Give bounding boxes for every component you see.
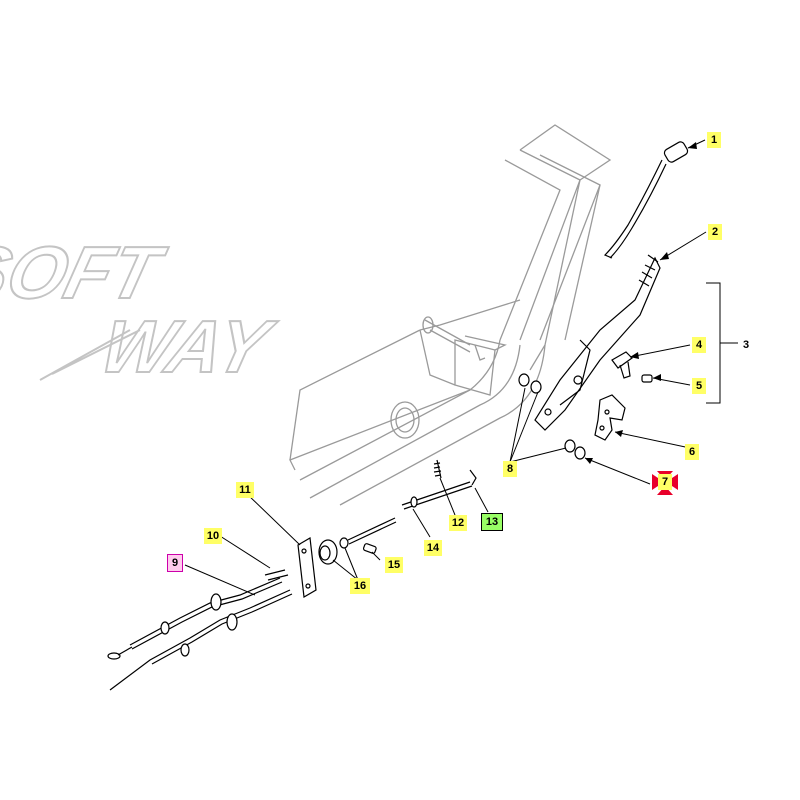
part-4-knob xyxy=(611,351,633,379)
callout-label-16: 16 xyxy=(350,578,370,594)
part-9-cables xyxy=(107,569,293,691)
part-5-pin xyxy=(641,374,653,383)
part-15-pin xyxy=(362,543,377,554)
part-16-pulley xyxy=(318,517,397,565)
watermark-line2: WAY xyxy=(93,305,282,388)
callout-label-7: 7 xyxy=(658,474,672,490)
callout-label-10: 10 xyxy=(204,528,222,544)
part-8-washers xyxy=(518,373,586,460)
watermark-line1: SOFT xyxy=(0,231,174,314)
part-1-cable-rod xyxy=(603,141,689,259)
callout-label-14: 14 xyxy=(424,540,442,556)
callout-label-13: 13 xyxy=(481,513,503,531)
leader-lines xyxy=(184,139,738,596)
callout-label-3: 3 xyxy=(742,339,750,351)
callout-label-15: 15 xyxy=(385,557,403,573)
callout-label-11: 11 xyxy=(236,482,254,498)
callout-label-4: 4 xyxy=(692,337,706,353)
softway-watermark: SOFT WAY xyxy=(0,230,284,389)
callout-label-8: 8 xyxy=(503,461,517,477)
callout-label-1: 1 xyxy=(707,132,721,148)
mower-frame xyxy=(289,124,612,506)
part-13-hook xyxy=(469,469,477,486)
callout-label-12: 12 xyxy=(449,515,467,531)
part-6-bracket xyxy=(594,394,626,441)
part-14-rod xyxy=(401,481,473,510)
callout-label-6: 6 xyxy=(685,444,699,460)
arrowheads xyxy=(585,142,697,464)
callout-label-9: 9 xyxy=(167,554,183,572)
part-12-spring xyxy=(433,459,442,479)
part-2-lever xyxy=(534,254,661,431)
callout-label-2: 2 xyxy=(708,224,722,240)
callout-label-5: 5 xyxy=(692,378,706,394)
part-11-plate xyxy=(297,537,317,598)
